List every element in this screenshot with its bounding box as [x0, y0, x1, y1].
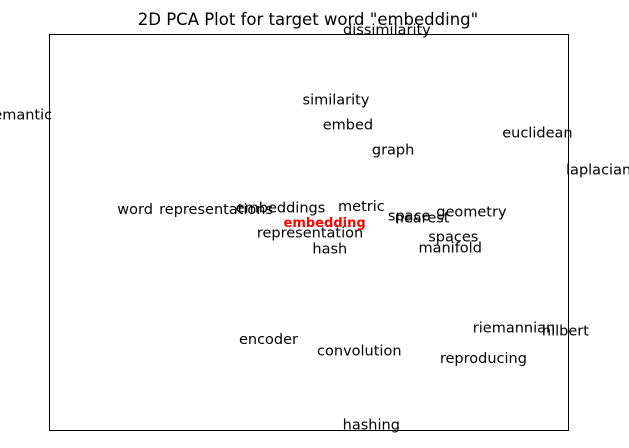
- word-labels: dissimilarity similarity semantic embed eucl…: [0, 23, 629, 434]
- word-label-representations: representations: [159, 202, 273, 218]
- word-label-hilbert: hilbert: [542, 324, 589, 340]
- word-label-euclidean: euclidean: [502, 126, 572, 142]
- word-label-spaces: spaces: [428, 230, 478, 246]
- word-label-laplacian: laplacian: [566, 162, 629, 178]
- word-label-nearest: nearest: [395, 211, 450, 227]
- chart-title: 2D PCA Plot for target word "embedding": [138, 10, 478, 29]
- word-label-semantic: semantic: [0, 108, 52, 124]
- word-label-convolution: convolution: [317, 343, 401, 359]
- word-label-geometry: geometry: [436, 205, 507, 221]
- word-label-graph: graph: [372, 143, 414, 159]
- word-label-riemannian: riemannian: [473, 320, 555, 336]
- word-label-dissimilarity: dissimilarity: [343, 23, 431, 39]
- word-label-space: space: [388, 209, 431, 225]
- plot-area-frame: [49, 34, 569, 431]
- word-label-hashing: hashing: [343, 417, 400, 433]
- word-label-embed: embed: [323, 118, 373, 134]
- word-label-hash: hash: [312, 242, 347, 258]
- word-label-reproducing: reproducing: [440, 351, 527, 367]
- word-label-manifold: manifold: [418, 240, 481, 256]
- word-label-encoder: encoder: [239, 332, 298, 348]
- word-label-embeddings: embeddings: [236, 201, 326, 217]
- target-word-label: embedding: [284, 216, 366, 231]
- word-label-word: word: [117, 202, 153, 218]
- word-label-representation: representation: [257, 226, 363, 242]
- word-label-metric: metric: [338, 199, 385, 215]
- word-label-similarity: similarity: [303, 93, 370, 109]
